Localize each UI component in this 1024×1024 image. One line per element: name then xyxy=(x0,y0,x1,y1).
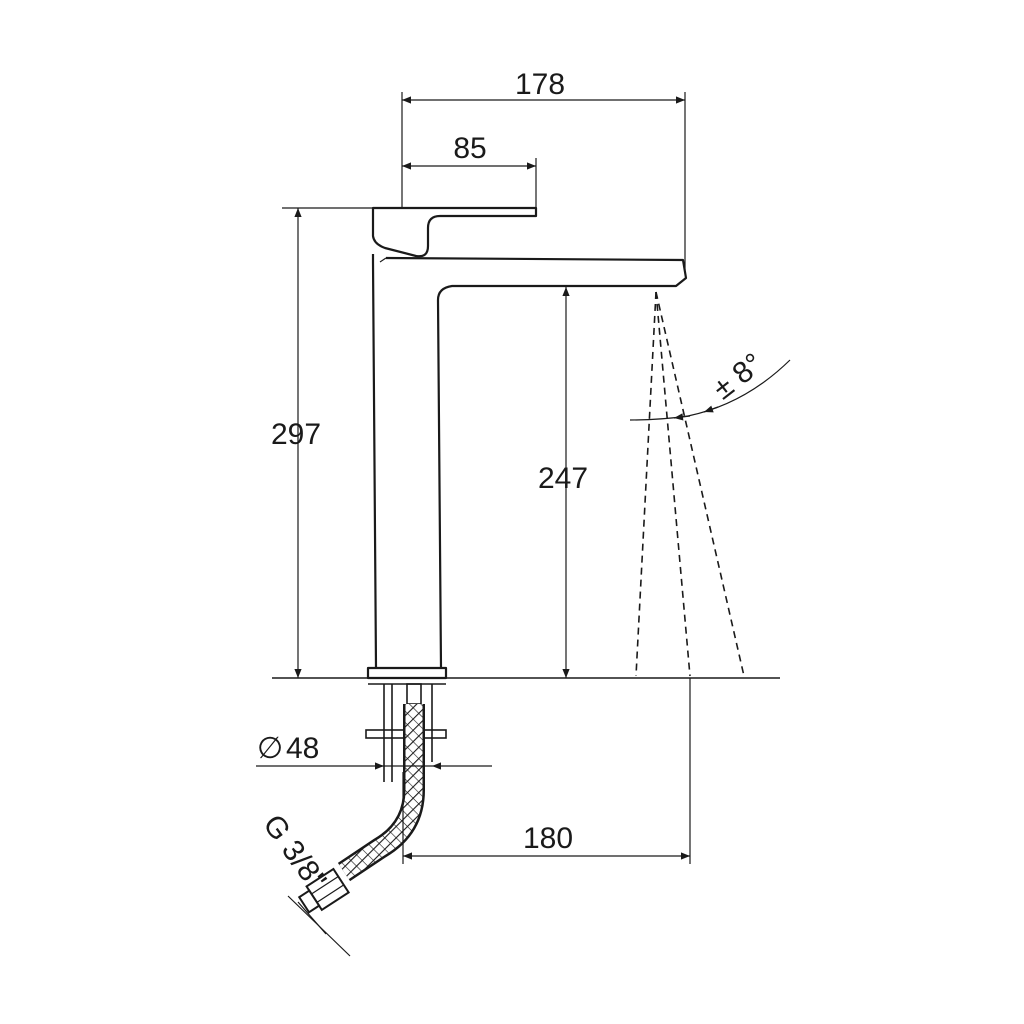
diameter-symbol: ∅ xyxy=(257,732,283,765)
spout-projection-label: 180 xyxy=(523,822,573,855)
connection-thread-label: G 3/8" xyxy=(256,809,332,896)
base-diameter-label: 48 xyxy=(286,732,319,765)
spray-angle-label: ± 8° xyxy=(707,347,769,406)
dimension-spout-height: 247 xyxy=(538,287,588,678)
hose-connector-top xyxy=(406,683,422,705)
dimension-lever-length: 85 xyxy=(402,132,537,208)
water-spray-cone xyxy=(635,291,745,677)
dimension-total-height: 297 xyxy=(271,207,373,678)
hose-end-nut xyxy=(297,867,351,914)
spout-inner-edge xyxy=(379,257,387,263)
overall-reach-label: 178 xyxy=(515,68,565,101)
flexible-hose xyxy=(297,704,425,914)
dimension-overall-reach: 178 xyxy=(401,68,686,270)
lever-handle xyxy=(371,206,538,258)
dimension-spray-angle: ± 8° xyxy=(629,347,791,421)
spout-body xyxy=(371,254,688,669)
lever-length-label: 85 xyxy=(453,132,486,165)
faucet-body xyxy=(366,206,688,680)
total-height-label: 297 xyxy=(271,418,321,451)
base-flange xyxy=(366,666,448,680)
dimension-base-diameter: ∅ 48 xyxy=(256,732,492,770)
spout-height-label: 247 xyxy=(538,462,588,495)
dimension-spout-projection: 180 xyxy=(402,678,691,864)
